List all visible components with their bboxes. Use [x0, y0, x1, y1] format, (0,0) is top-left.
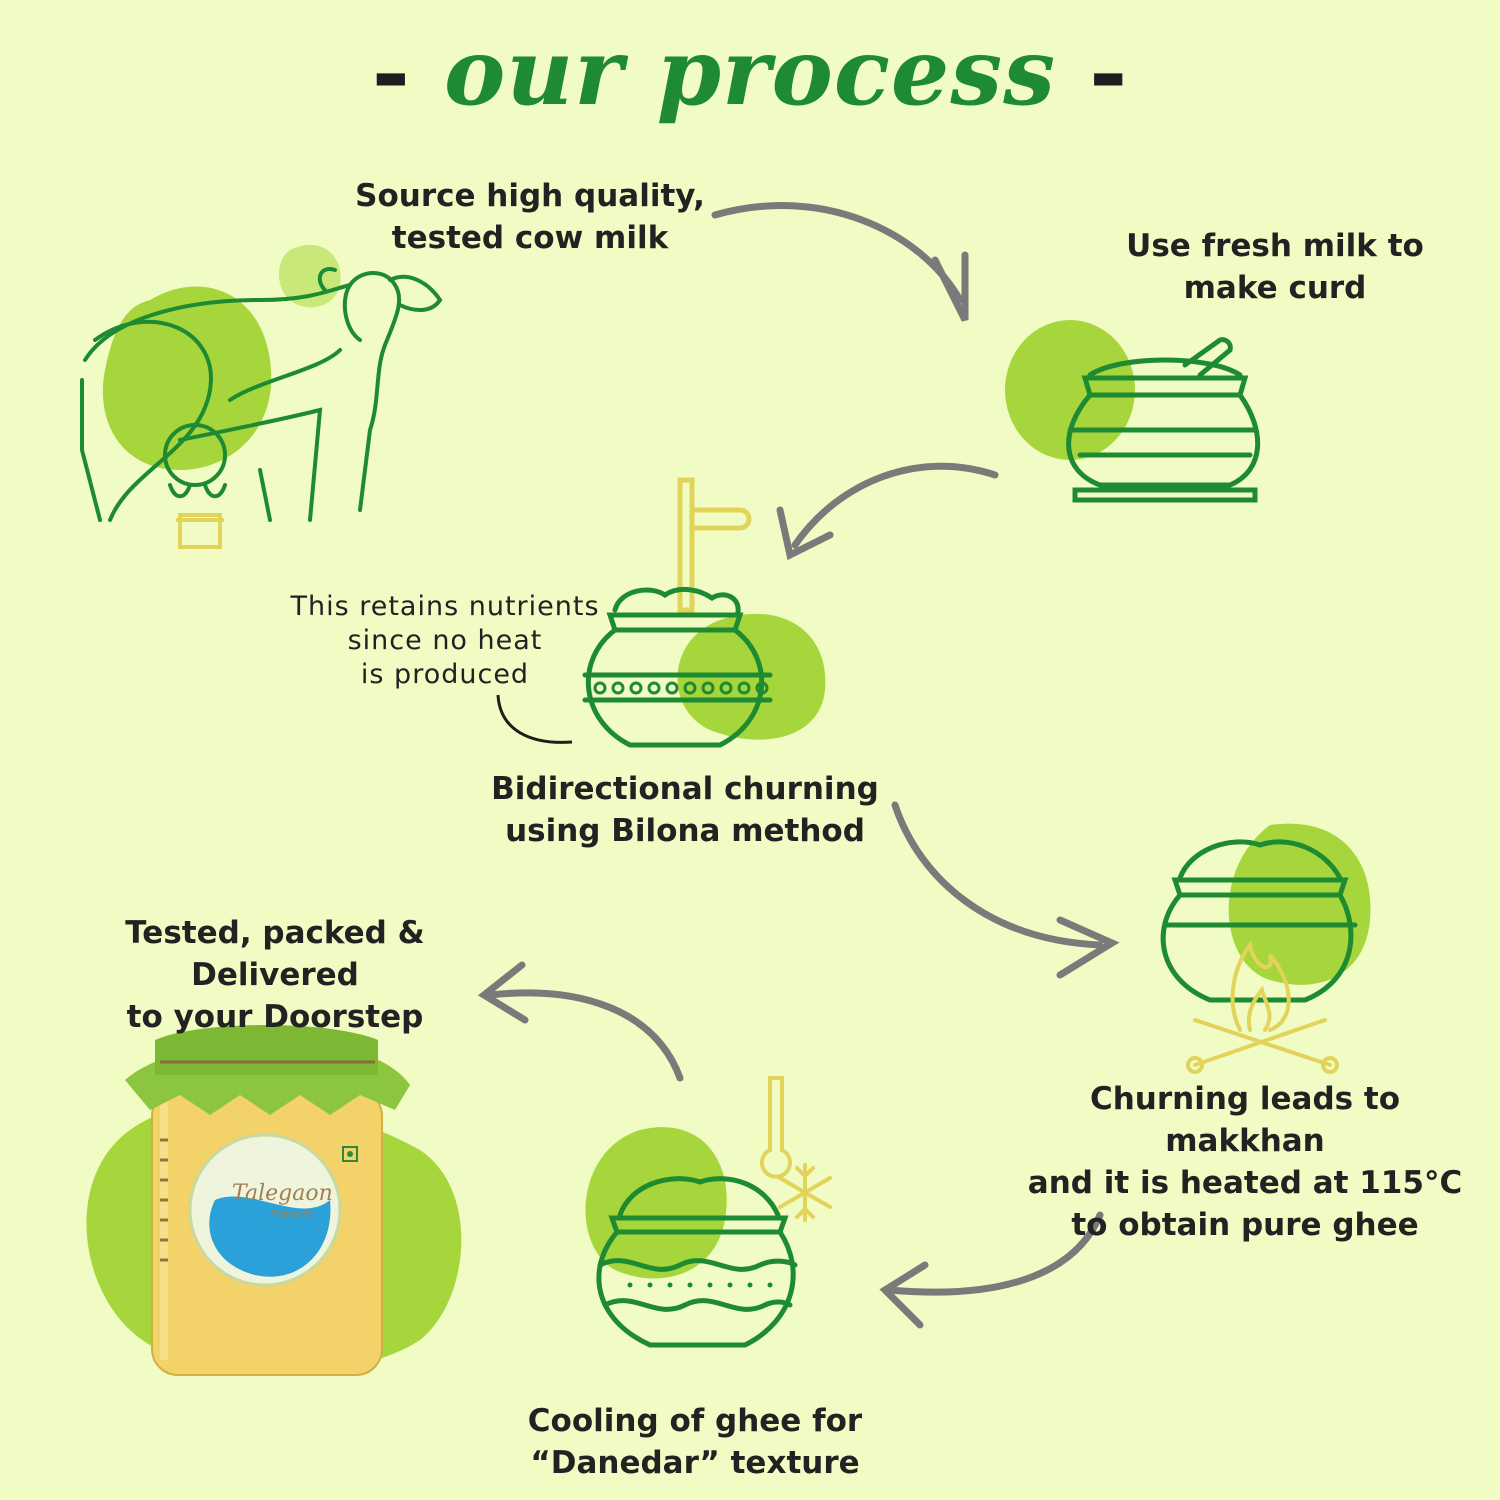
jar-sub: Shuddh	[270, 1208, 313, 1221]
curd-pot-icon	[1005, 320, 1261, 503]
step-churn-label: Bidirectional churning using Bilona meth…	[480, 768, 890, 852]
step-heat-label: Churning leads to makkhan and it is heat…	[1010, 1078, 1480, 1246]
title-dash-left: -	[371, 18, 411, 126]
note-line3: is produced	[360, 659, 530, 690]
note-nutrients: This retains nutrients since no heat is …	[285, 590, 605, 692]
arrow-cool-to-deliver	[477, 961, 684, 1082]
step-cool-label: Cooling of ghee for “Danedar” texture	[505, 1400, 885, 1484]
step-curd-label: Use fresh milk to make curd	[1110, 225, 1440, 309]
cow-icon	[80, 244, 443, 549]
step-cool-line1: Cooling of ghee for	[527, 1403, 863, 1439]
step-cool-line2: “Danedar” texture	[530, 1445, 860, 1481]
arrow-source-to-curd	[711, 202, 969, 322]
step-churn-line1: Bidirectional churning	[491, 771, 879, 807]
step-deliver-line2: to your Doorstep	[126, 999, 424, 1035]
note-line2: since no heat	[347, 625, 543, 656]
churning-pot-icon	[582, 477, 826, 748]
step-deliver-label: Tested, packed & Delivered to your Doors…	[45, 912, 505, 1038]
step-source-label: Source high quality, tested cow milk	[340, 175, 720, 259]
step-deliver-line1: Tested, packed & Delivered	[125, 915, 425, 993]
title-dash-right: -	[1089, 18, 1129, 126]
step-heat-line1: Churning leads to makkhan	[1089, 1081, 1401, 1159]
step-churn-line2: using Bilona method	[505, 813, 865, 849]
jar-brand: Talegaon	[232, 1181, 333, 1206]
arrow-curd-to-churn	[776, 462, 999, 561]
note-line1: This retains nutrients	[290, 591, 600, 622]
arrow-heat-to-cool	[879, 1211, 1104, 1329]
step-heat-line3: to obtain pure ghee	[1071, 1207, 1419, 1243]
step-curd-line1: Use fresh milk to	[1126, 228, 1424, 264]
ghee-jar-icon: Talegaon Shuddh	[86, 1025, 462, 1376]
heating-pot-icon	[1160, 823, 1371, 1074]
step-source-line1: Source high quality,	[355, 178, 705, 214]
step-curd-line2: make curd	[1183, 270, 1367, 306]
page-title: - our process -	[0, 18, 1500, 126]
step-source-line2: tested cow milk	[391, 220, 669, 256]
step-heat-line2: and it is heated at 115°C	[1027, 1165, 1463, 1201]
arrow-churn-to-heat	[891, 801, 1120, 979]
cooling-pot-icon	[585, 1076, 832, 1348]
note-pointer	[496, 694, 573, 744]
title-text: our process	[443, 18, 1057, 126]
